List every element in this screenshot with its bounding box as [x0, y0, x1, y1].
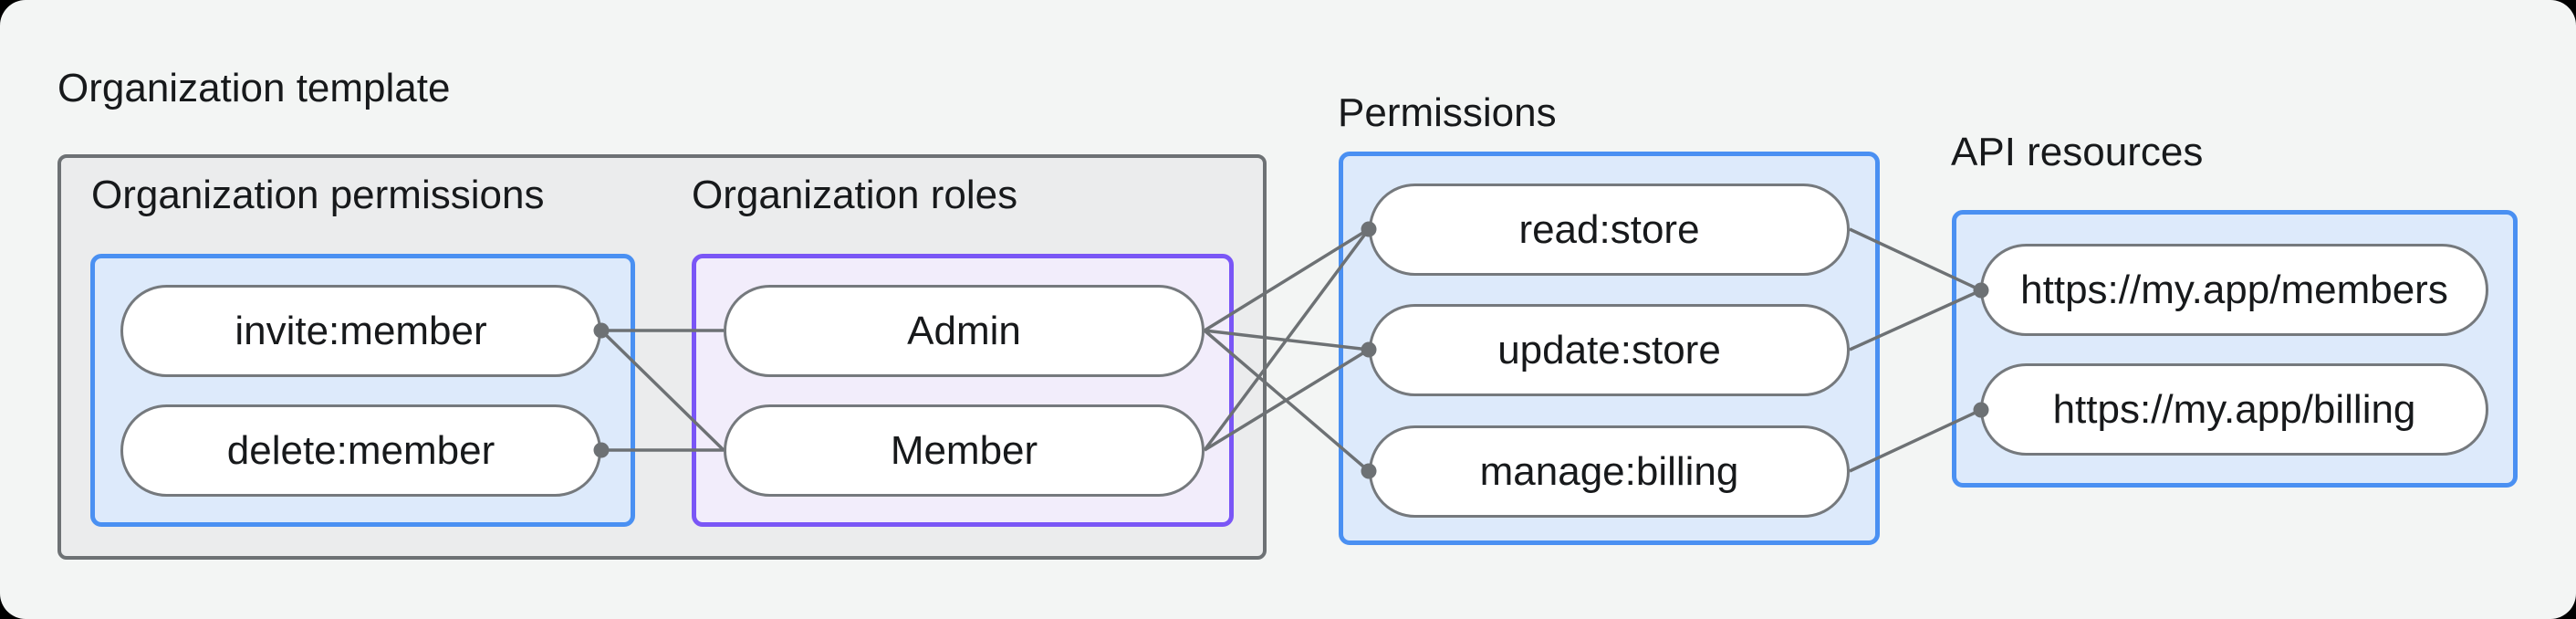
node-manage-billing: manage:billing	[1369, 425, 1850, 518]
node-delete-member: delete:member	[120, 404, 601, 497]
node-api-billing-url: https://my.app/billing	[1980, 363, 2488, 456]
connector-dot	[1361, 341, 1377, 358]
connector-line	[1203, 227, 1371, 452]
node-admin-role: Admin	[724, 285, 1205, 377]
connector-dot	[1973, 282, 1989, 299]
node-update-store: update:store	[1369, 304, 1850, 396]
node-api-members-url: https://my.app/members	[1980, 244, 2488, 336]
connector-dot	[593, 322, 610, 339]
permissions-label: Permissions	[1338, 90, 1557, 135]
organization-template-label: Organization template	[57, 66, 451, 110]
connector-line	[1849, 289, 1982, 351]
connector-line	[1849, 408, 1982, 473]
connector-line	[600, 329, 725, 452]
connector-line	[1204, 227, 1370, 332]
connector-line	[1849, 227, 1982, 292]
api-resources-label: API resources	[1951, 130, 2204, 174]
organization-roles-label: Organization roles	[692, 173, 1018, 217]
connector-dot	[1973, 402, 1989, 418]
organization-permissions-label: Organization permissions	[91, 173, 545, 217]
connector-dot	[593, 442, 610, 458]
node-read-store: read:store	[1369, 184, 1850, 276]
node-invite-member: invite:member	[120, 285, 601, 377]
connector-dot	[1361, 463, 1377, 479]
connector-dot	[1361, 221, 1377, 237]
connector-line	[1204, 348, 1370, 452]
node-member-role: Member	[724, 404, 1205, 497]
